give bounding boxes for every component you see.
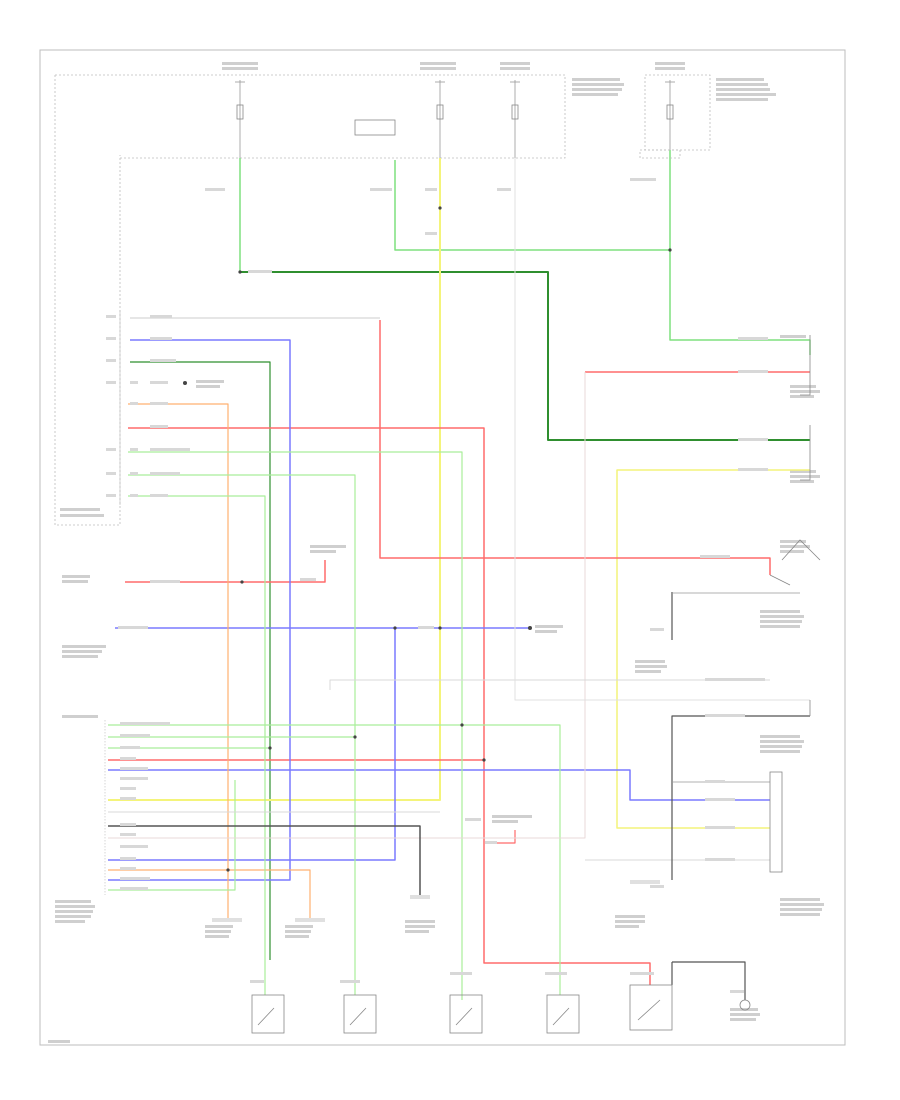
control-unit-boundary (54, 75, 121, 526)
junction-dots (183, 206, 672, 872)
fuse-box-boundary (55, 74, 566, 159)
diagram-frame (39, 49, 846, 1046)
fuse-block-right (644, 74, 711, 151)
label-marks (48, 62, 824, 1043)
bottom-switches (212, 880, 751, 1034)
wire-tags (106, 178, 768, 993)
wires (104, 150, 811, 1000)
right-components (639, 149, 821, 873)
fuse-box-internals (235, 80, 675, 158)
